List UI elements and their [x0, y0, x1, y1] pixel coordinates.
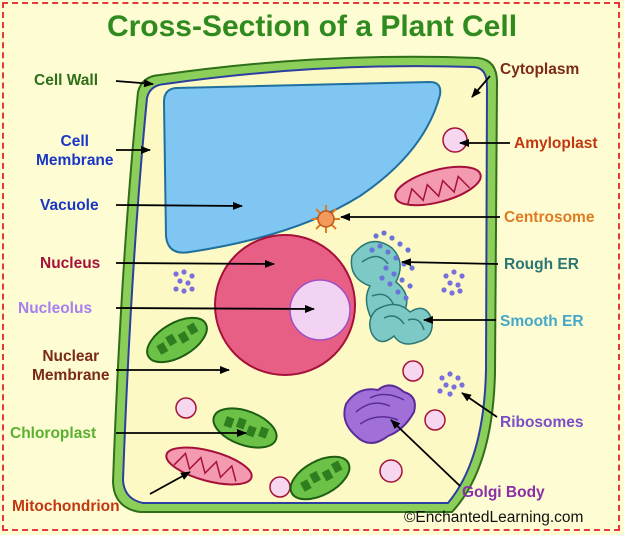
- amyloplast: [379, 459, 403, 483]
- label-mitochondrion: Mitochondrion: [12, 498, 120, 515]
- label-cytoplasm: Cytoplasm: [500, 61, 580, 78]
- label-cell-membrane-line2: Membrane: [36, 152, 114, 169]
- label-ribosomes: Ribosomes: [500, 414, 584, 431]
- mitochondrion: [394, 165, 482, 207]
- credit-text: ©EnchantedLearning.com: [404, 509, 584, 526]
- label-nucleus: Nucleus: [40, 255, 101, 272]
- label-vacuole: Vacuole: [40, 197, 99, 214]
- nucleolus: [289, 279, 351, 341]
- mitochondrion: [165, 446, 253, 486]
- ribosomes: [173, 269, 465, 397]
- label-cell-membrane: Cell Membrane: [36, 132, 114, 170]
- label-cell-wall: Cell Wall: [34, 72, 99, 89]
- smooth-er: [369, 303, 433, 345]
- label-nuclear-membrane: Nuclear Membrane: [32, 347, 110, 385]
- label-chloroplast: Chloroplast: [10, 425, 97, 442]
- label-amyloplast: Amyloplast: [514, 135, 598, 152]
- chloroplast: [146, 316, 208, 364]
- rough-er-dots: [369, 230, 415, 301]
- label-arrows: [115, 75, 510, 495]
- diagram-frame: [2, 2, 620, 531]
- label-centrosome: Centrosome: [504, 209, 595, 226]
- label-smooth-er: Smooth ER: [500, 313, 584, 330]
- amyloplast: [424, 409, 446, 431]
- amyloplast: [402, 360, 424, 382]
- label-golgi-body: Golgi Body: [462, 484, 545, 501]
- amyloplast: [175, 397, 197, 419]
- amyloplast: [269, 476, 291, 498]
- chloroplast: [289, 455, 351, 501]
- amyloplast: [442, 127, 468, 153]
- label-cell-membrane-line1: Cell: [60, 133, 89, 150]
- centrosome: [312, 205, 340, 233]
- label-rough-er: Rough ER: [504, 256, 579, 273]
- label-nuclear-membrane-line1: Nuclear: [42, 348, 100, 365]
- diagram-title: Cross-Section of a Plant Cell: [106, 10, 518, 43]
- label-nuclear-membrane-line2: Membrane: [32, 367, 110, 384]
- label-nucleolus: Nucleolus: [18, 300, 93, 317]
- chloroplast: [212, 407, 278, 449]
- vacuole: [162, 80, 442, 254]
